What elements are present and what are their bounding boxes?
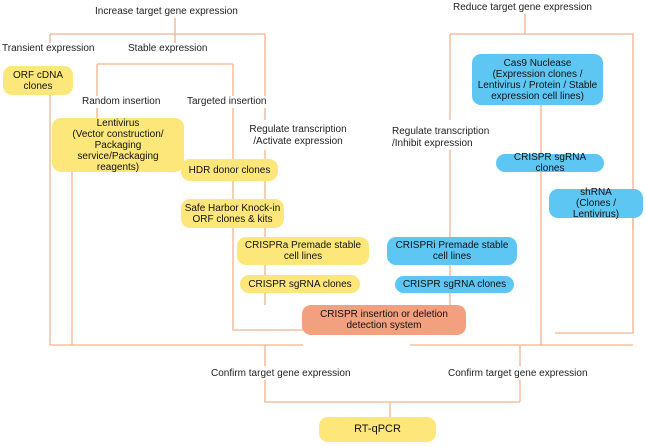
node-crispr-sgrna-left: CRISPR sgRNA clones [240, 275, 360, 293]
label-targeted-insertion: Targeted insertion [187, 96, 267, 108]
node-rt-qpcr: RT-qPCR [319, 417, 436, 442]
node-orf-cdna-clones: ORF cDNA clones [3, 66, 73, 95]
node-crispr-sgrna-right-bottom: CRISPR sgRNA clones [395, 276, 514, 293]
node-cas9-nuclease: Cas9 Nuclease (Expression clones / Lenti… [472, 54, 603, 105]
label-reduce-expression: Reduce target gene expression [453, 2, 592, 13]
connector-confirm-left-down [264, 380, 520, 403]
label-random-insertion: Random insertion [82, 96, 161, 108]
node-crispri-premade: CRISPRi Premade stable cell lines [387, 237, 517, 265]
node-shrna: shRNA (Clones / Lentivirus) [549, 187, 643, 220]
node-hdr-donor-clones: HDR donor clones [181, 159, 278, 181]
node-crispr-sgrna-right-top: CRISPR sgRNA clones [496, 152, 604, 174]
node-crispra-premade: CRISPRa Premade stable cell lines [237, 237, 369, 265]
label-regulate-inhibit: Regulate transcription /Inhibit expressi… [392, 126, 490, 150]
label-increase-expression: Increase target gene expression [95, 6, 238, 17]
label-regulate-activate: Regulate transcription /Activate express… [238, 124, 358, 148]
label-transient-expression: Transient expression [2, 43, 95, 55]
node-crispr-detection: CRISPR insertion or deletion detection s… [302, 305, 466, 335]
label-confirm-right: Confirm target gene expression [448, 368, 588, 380]
label-stable-expression: Stable expression [128, 43, 208, 55]
node-safe-harbor: Safe Harbor Knock-in ORF clones & kits [181, 199, 284, 228]
connector-targeted-down2 [232, 226, 303, 331]
label-confirm-left: Confirm target gene expression [211, 368, 351, 380]
node-lentivirus: Lentivirus (Vector construction/ Packagi… [52, 118, 184, 173]
connector-right-outer-down [555, 218, 634, 334]
connector-reduce-branch [450, 33, 634, 230]
